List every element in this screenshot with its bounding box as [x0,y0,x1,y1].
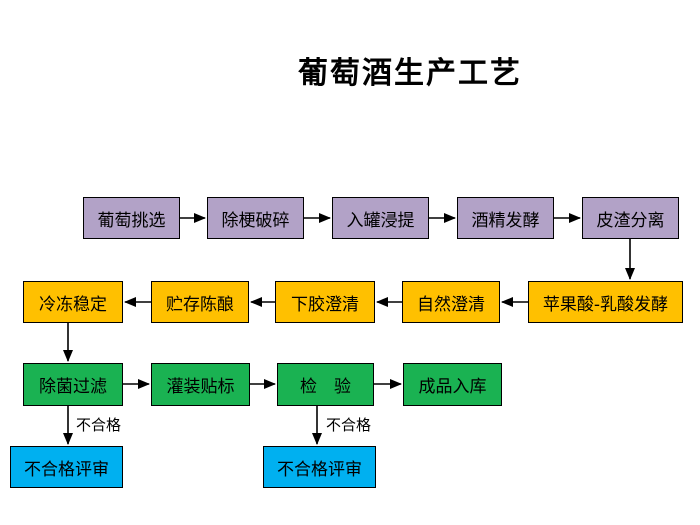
node-natural-clarification: 自然澄清 [402,281,500,323]
node-storage-aging: 贮存陈酿 [151,281,249,323]
node-alcoholic-fermentation: 酒精发酵 [457,197,554,239]
node-product-warehousing: 成品入库 [403,363,502,406]
node-sterile-filtration: 除菌过滤 [23,363,123,406]
node-malolactic-fermentation: 苹果酸-乳酸发酵 [528,281,683,323]
node-nonconforming-review-right: 不合格评审 [263,446,376,488]
node-fining-clarification: 下胶澄清 [275,281,375,323]
node-pomace-separation: 皮渣分离 [582,197,679,239]
node-filling-labeling: 灌装贴标 [151,363,250,406]
fail-label-left: 不合格 [76,416,122,434]
node-inspection: 检 验 [277,363,374,406]
node-destemming-crushing: 除梗破碎 [207,197,304,239]
node-nonconforming-review-left: 不合格评审 [10,446,123,488]
node-grape-selection: 葡萄挑选 [83,197,180,239]
diagram-title: 葡萄酒生产工艺 [298,56,522,91]
fail-label-right: 不合格 [326,416,372,434]
node-tank-maceration: 入罐浸提 [332,197,429,239]
node-cold-stabilization: 冷冻稳定 [23,281,123,323]
